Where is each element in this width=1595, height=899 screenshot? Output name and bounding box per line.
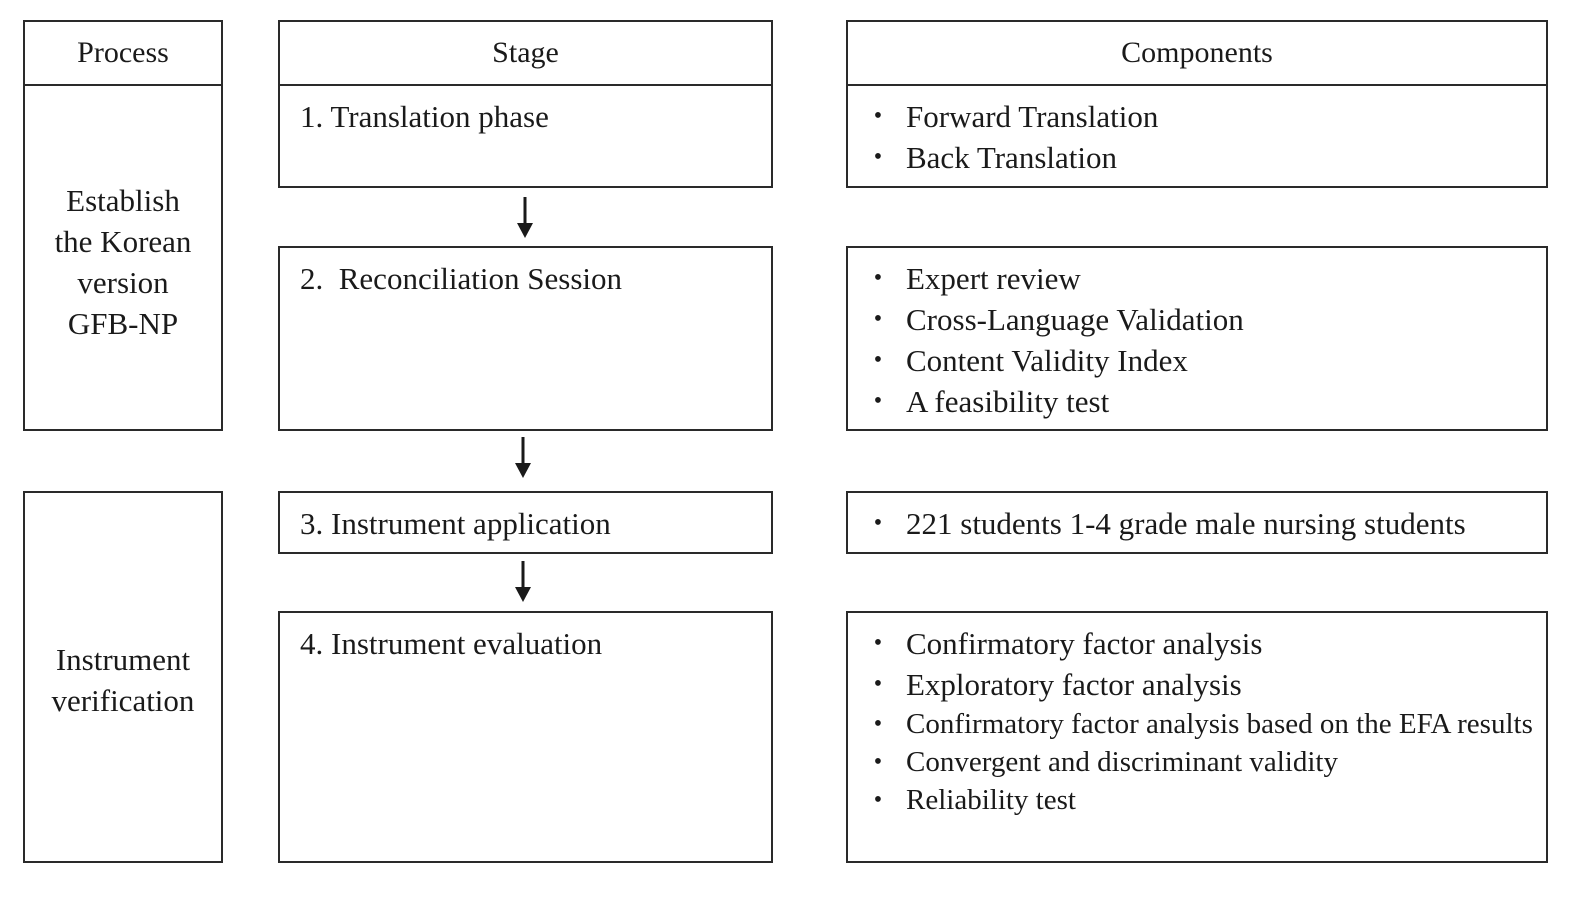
bullet-icon: •	[873, 306, 883, 332]
bullet-icon: •	[873, 749, 883, 775]
list-item: •221 students 1-4 grade male nursing stu…	[868, 503, 1534, 544]
components-list-4: •Confirmatory factor analysis •Explorato…	[868, 623, 1534, 819]
components-box-2: •Expert review •Cross-Language Validatio…	[846, 246, 1548, 431]
bullet-icon: •	[873, 510, 883, 536]
stage-1-label: 1. Translation phase	[300, 99, 549, 134]
bullet-icon: •	[873, 630, 883, 656]
stage-box-1: 1. Translation phase	[278, 84, 773, 188]
bullet-icon: •	[873, 388, 883, 414]
stage-box-3: 3. Instrument application	[278, 491, 773, 554]
stage-box-2: 2. Reconciliation Session	[278, 246, 773, 431]
stage-4-label: 4. Instrument evaluation	[300, 626, 603, 661]
arrow-down-icon	[517, 197, 533, 238]
list-item: •Content Validity Index	[868, 340, 1534, 381]
arrow-down-icon	[515, 561, 531, 602]
stage-2-label: 2. Reconciliation Session	[300, 261, 623, 296]
process-verification-text: Instrument verification	[51, 642, 195, 718]
bullet-icon: •	[873, 144, 883, 170]
bullet-icon: •	[873, 671, 883, 697]
components-list-2: •Expert review •Cross-Language Validatio…	[868, 258, 1534, 422]
header-process: Process	[23, 20, 223, 86]
stage-3-label: 3. Instrument application	[300, 506, 611, 541]
bullet-icon: •	[873, 711, 883, 737]
header-stage-label: Stage	[492, 36, 559, 69]
bullet-icon: •	[873, 347, 883, 373]
components-box-3: •221 students 1-4 grade male nursing stu…	[846, 491, 1548, 554]
stage-box-4: 4. Instrument evaluation	[278, 611, 773, 863]
list-item: •A feasibility test	[868, 381, 1534, 422]
list-item: •Convergent and discriminant validity	[868, 743, 1534, 781]
components-box-1: •Forward Translation •Back Translation	[846, 84, 1548, 188]
bullet-icon: •	[873, 103, 883, 129]
bullet-icon: •	[873, 787, 883, 813]
components-list-3: •221 students 1-4 grade male nursing stu…	[868, 503, 1534, 544]
process-establish-text: Establish the Korean version GFB-NP	[54, 183, 192, 341]
list-item: •Reliability test	[868, 781, 1534, 819]
header-components: Components	[846, 20, 1548, 86]
list-item: •Back Translation	[868, 137, 1534, 178]
list-item: •Exploratory factor analysis	[868, 664, 1534, 705]
bullet-icon: •	[873, 265, 883, 291]
header-components-label: Components	[1121, 36, 1273, 69]
arrow-down-icon	[515, 437, 531, 478]
process-box-verification: Instrument verification	[23, 491, 223, 863]
list-item: •Confirmatory factor analysis based on t…	[868, 705, 1534, 743]
list-item: •Expert review	[868, 258, 1534, 299]
header-stage: Stage	[278, 20, 773, 86]
list-item: •Confirmatory factor analysis	[868, 623, 1534, 664]
components-list-1: •Forward Translation •Back Translation	[868, 96, 1534, 178]
components-box-4: •Confirmatory factor analysis •Explorato…	[846, 611, 1548, 863]
header-process-label: Process	[77, 36, 169, 69]
process-box-establish: Establish the Korean version GFB-NP	[23, 84, 223, 431]
list-item: •Cross-Language Validation	[868, 299, 1534, 340]
list-item: •Forward Translation	[868, 96, 1534, 137]
